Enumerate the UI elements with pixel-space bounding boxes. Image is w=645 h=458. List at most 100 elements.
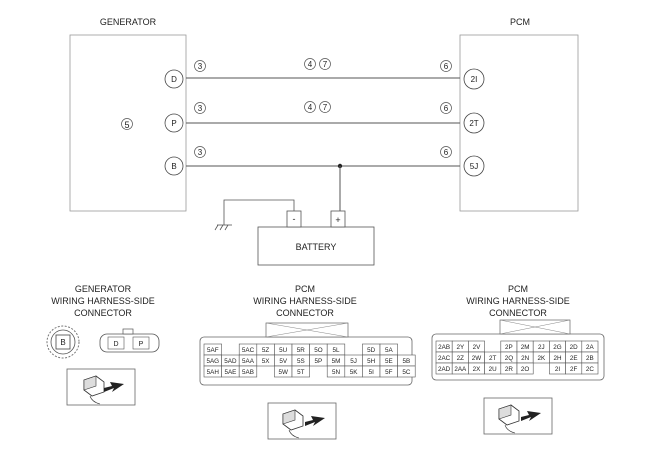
connector-pin-label: 5M [332, 358, 341, 365]
connector-pin-cell [238, 365, 258, 378]
connector-pin-label: 5J [350, 358, 357, 365]
svg-text:CONNECTOR: CONNECTOR [489, 308, 547, 318]
connector-pin-label: 5K [350, 369, 359, 376]
ground-wire [223, 199, 295, 225]
connector-pin-label: 2AA [454, 366, 467, 373]
connector-pin-label: 5R [297, 347, 306, 354]
pcm-terminal-2i: 2I [463, 68, 485, 90]
svg-text:-: - [293, 214, 296, 224]
connector-pin-label: 2E [570, 355, 578, 362]
pcm-title: PCM [510, 17, 530, 27]
connector-pin-label: 5L [332, 347, 340, 354]
wire-d-pcm-note: 6 [440, 60, 452, 72]
svg-text:4: 4 [308, 103, 313, 112]
svg-text:WIRING HARNESS-SIDE: WIRING HARNESS-SIDE [466, 296, 570, 306]
svg-text:GENERATOR: GENERATOR [75, 284, 132, 294]
svg-text:3: 3 [198, 62, 203, 71]
generator-connector-pin-d: D [113, 341, 118, 348]
connector-pin-label: 5AD [224, 358, 237, 365]
connector-pin-label: 2G [553, 344, 562, 351]
connector-pin-label: 5C [402, 369, 411, 376]
svg-text:B: B [171, 162, 176, 171]
wire-d-gen-note: 3 [194, 60, 206, 72]
connector-pin-label: 5S [297, 358, 305, 365]
svg-text:PCM: PCM [508, 284, 528, 294]
wire-p-mid-note-2: 7 [319, 101, 331, 113]
connector-pin-label: 5AG [206, 358, 219, 365]
generator-terminal-b: B [164, 156, 184, 176]
wire-d-mid-note-1: 4 [304, 58, 316, 70]
connector-pin-label: 5AB [242, 369, 254, 376]
connector-pin-label: 5AE [224, 369, 236, 376]
connector-pin-label: 5AH [207, 369, 220, 376]
connector-pin-label: 5N [332, 369, 341, 376]
pcm-connector-2-title: PCM WIRING HARNESS-SIDE CONNECTOR [466, 284, 570, 318]
connector-pin-label: 2Y [456, 344, 465, 351]
connector-pin-label: 2AC [438, 355, 451, 362]
pcm-terminal-2t: 2T [463, 112, 485, 134]
connector-pin-label: 5X [262, 358, 271, 365]
connector-pin-label: 5AF [207, 347, 219, 354]
connector-pin-label: 2A [586, 344, 595, 351]
battery-negative-terminal: - [286, 210, 302, 228]
connector-pin-label: 2X [473, 366, 482, 373]
svg-text:6: 6 [444, 148, 449, 157]
connector-pin-label: 2D [570, 344, 579, 351]
connector-pin-label: 2Z [457, 355, 465, 362]
svg-text:WIRING HARNESS-SIDE: WIRING HARNESS-SIDE [51, 296, 155, 306]
connector-pin-label: 5I [369, 369, 375, 376]
svg-text:2I: 2I [471, 75, 478, 84]
svg-text:CONNECTOR: CONNECTOR [74, 308, 132, 318]
connector-pin-label: 5W [278, 369, 288, 376]
connector-pin-label: 2M [521, 344, 530, 351]
connector-pin-label: 5H [367, 358, 376, 365]
battery-positive-terminal: + [330, 210, 346, 228]
connector-pin-label: 2N [521, 355, 530, 362]
generator-terminal-p: P [164, 113, 184, 133]
connector-pin-label: 2J [538, 344, 545, 351]
generator-note-circle [121, 118, 133, 130]
connector-pin-label: 2AB [438, 344, 450, 351]
pcm-terminal-5j: 5J [463, 155, 485, 177]
svg-text:PCM: PCM [295, 284, 315, 294]
wire-p-mid-note-1: 4 [304, 101, 316, 113]
connector-pin-label: 2T [489, 355, 497, 362]
connector-pin-label: 2U [489, 366, 498, 373]
svg-text:P: P [171, 119, 176, 128]
wire-p-pcm-note: 6 [440, 102, 452, 114]
connector-pin-label: 5B [403, 358, 411, 365]
svg-text:4: 4 [308, 60, 313, 69]
pcm-connector-2-view-icon [483, 397, 553, 435]
svg-text:+: + [335, 215, 340, 225]
wire-b-pcm-note: 6 [440, 146, 452, 158]
svg-text:7: 7 [323, 60, 328, 69]
generator-connector-pin-b: B [60, 338, 65, 347]
svg-text:3: 3 [198, 148, 203, 157]
svg-text:5J: 5J [470, 162, 478, 171]
generator-title: GENERATOR [100, 17, 157, 27]
connector-pin-label: 5U [279, 347, 288, 354]
connector-pin-label: 5D [367, 347, 376, 354]
connector-pin-label: 2H [553, 355, 562, 362]
connector-pin-label: 2AD [438, 366, 451, 373]
connector-pin-cell [581, 362, 599, 375]
connector-pin-label: 2F [570, 366, 578, 373]
connector-pin-label: 2R [505, 366, 514, 373]
connector-pin-label: 2B [586, 355, 594, 362]
connector-pin-label: 2I [555, 366, 561, 373]
battery-label: BATTERY [296, 242, 337, 252]
svg-text:3: 3 [198, 104, 203, 113]
connector-pin-label: 5O [314, 347, 323, 354]
generator-terminal-d: D [164, 69, 184, 89]
connector-pin-label: 5F [385, 369, 393, 376]
connector-pin-label: 2W [472, 355, 482, 362]
wire-d-mid-note-2: 7 [319, 58, 331, 70]
wire-p-gen-note: 3 [194, 102, 206, 114]
generator-note: 5 [124, 120, 129, 130]
svg-text:2T: 2T [469, 119, 478, 128]
connector-pin-label: 2V [473, 344, 482, 351]
connector-pin-label: 2K [537, 355, 546, 362]
